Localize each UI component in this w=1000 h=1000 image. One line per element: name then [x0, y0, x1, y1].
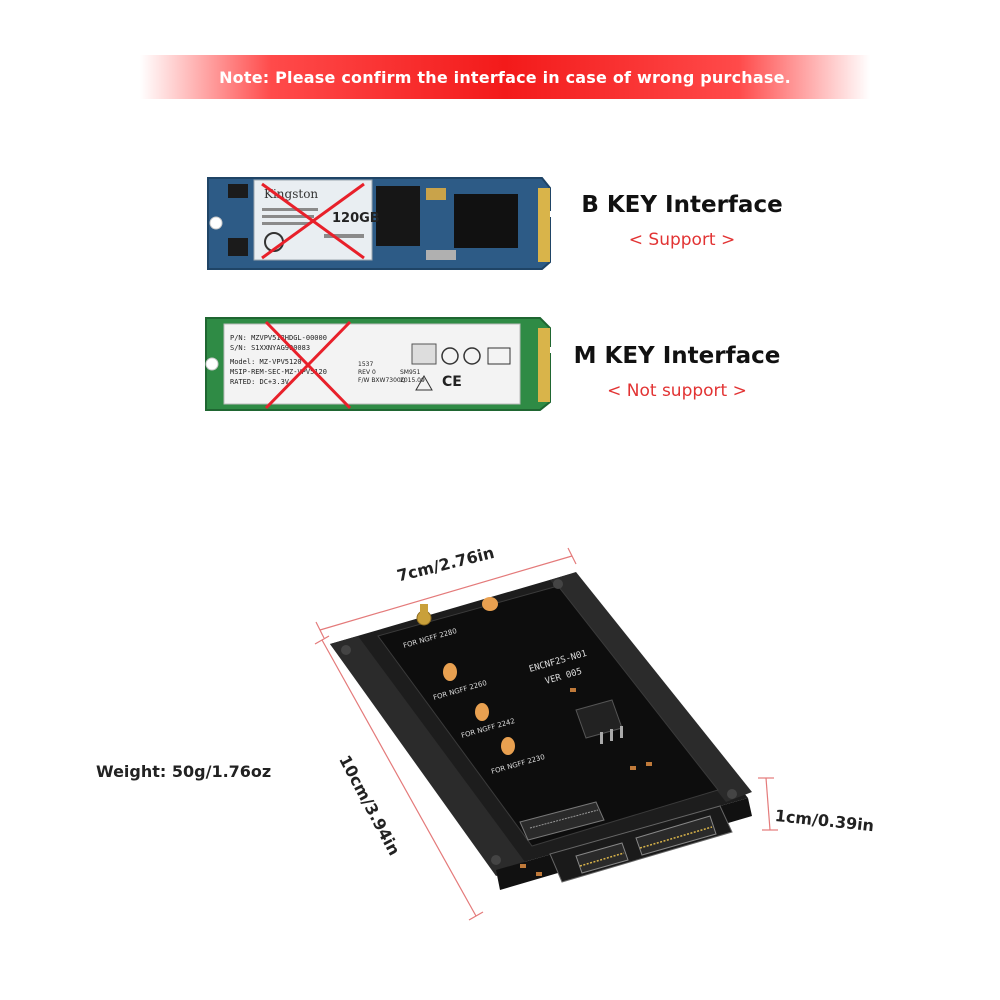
- adapter-product-image: FOR NGFF 2280 FOR NGFF 2260 FOR NGFF 224…: [314, 547, 778, 921]
- note-text: Note: Please confirm the interface in ca…: [219, 67, 791, 87]
- b-key-capacity-text: 120GB: [332, 211, 380, 226]
- m-key-label-right-5: 2015.09: [400, 377, 425, 384]
- m-key-label-line-2: S/N: S1XXNYAG900083: [230, 344, 310, 352]
- m-key-label-right-2: REV 0: [358, 369, 376, 376]
- m-key-title: M KEY Interface: [573, 343, 781, 369]
- b-key-ssd-image: Kingston 120GB: [207, 177, 551, 270]
- m-key-label-right-1: 1537: [358, 361, 373, 368]
- b-key-title: B KEY Interface: [581, 192, 783, 218]
- weight-label: Weight: 50g/1.76oz: [96, 762, 272, 781]
- width-dimension-line: [315, 547, 577, 639]
- m-key-label-right-4: SM951: [400, 369, 421, 376]
- m-key-label-right-3: F/W BXW7300Q: [358, 377, 406, 384]
- length-dimension-line: [314, 635, 484, 921]
- b-key-status: < Support >: [628, 230, 736, 250]
- note-banner: Note: Please confirm the interface in ca…: [140, 55, 870, 99]
- m-key-label-line-5: RATED: DC+3.3V: [230, 378, 290, 386]
- m-key-ssd-image: P/N: MZVPV512HDGL-00000 S/N: S1XXNYAG900…: [205, 317, 551, 411]
- m-key-status: < Not support >: [607, 381, 747, 401]
- m-key-label-line-1: P/N: MZVPV512HDGL-00000: [230, 334, 327, 342]
- b-key-brand-text: Kingston: [264, 187, 318, 201]
- m-key-label-line-4: MSIP-REM-SEC-MZ-VPV5120: [230, 368, 327, 376]
- height-dimension-line: [758, 777, 778, 831]
- m-key-label-line-3: Model: MZ-VPV5120: [230, 358, 302, 366]
- svg-text:CE: CE: [442, 374, 462, 390]
